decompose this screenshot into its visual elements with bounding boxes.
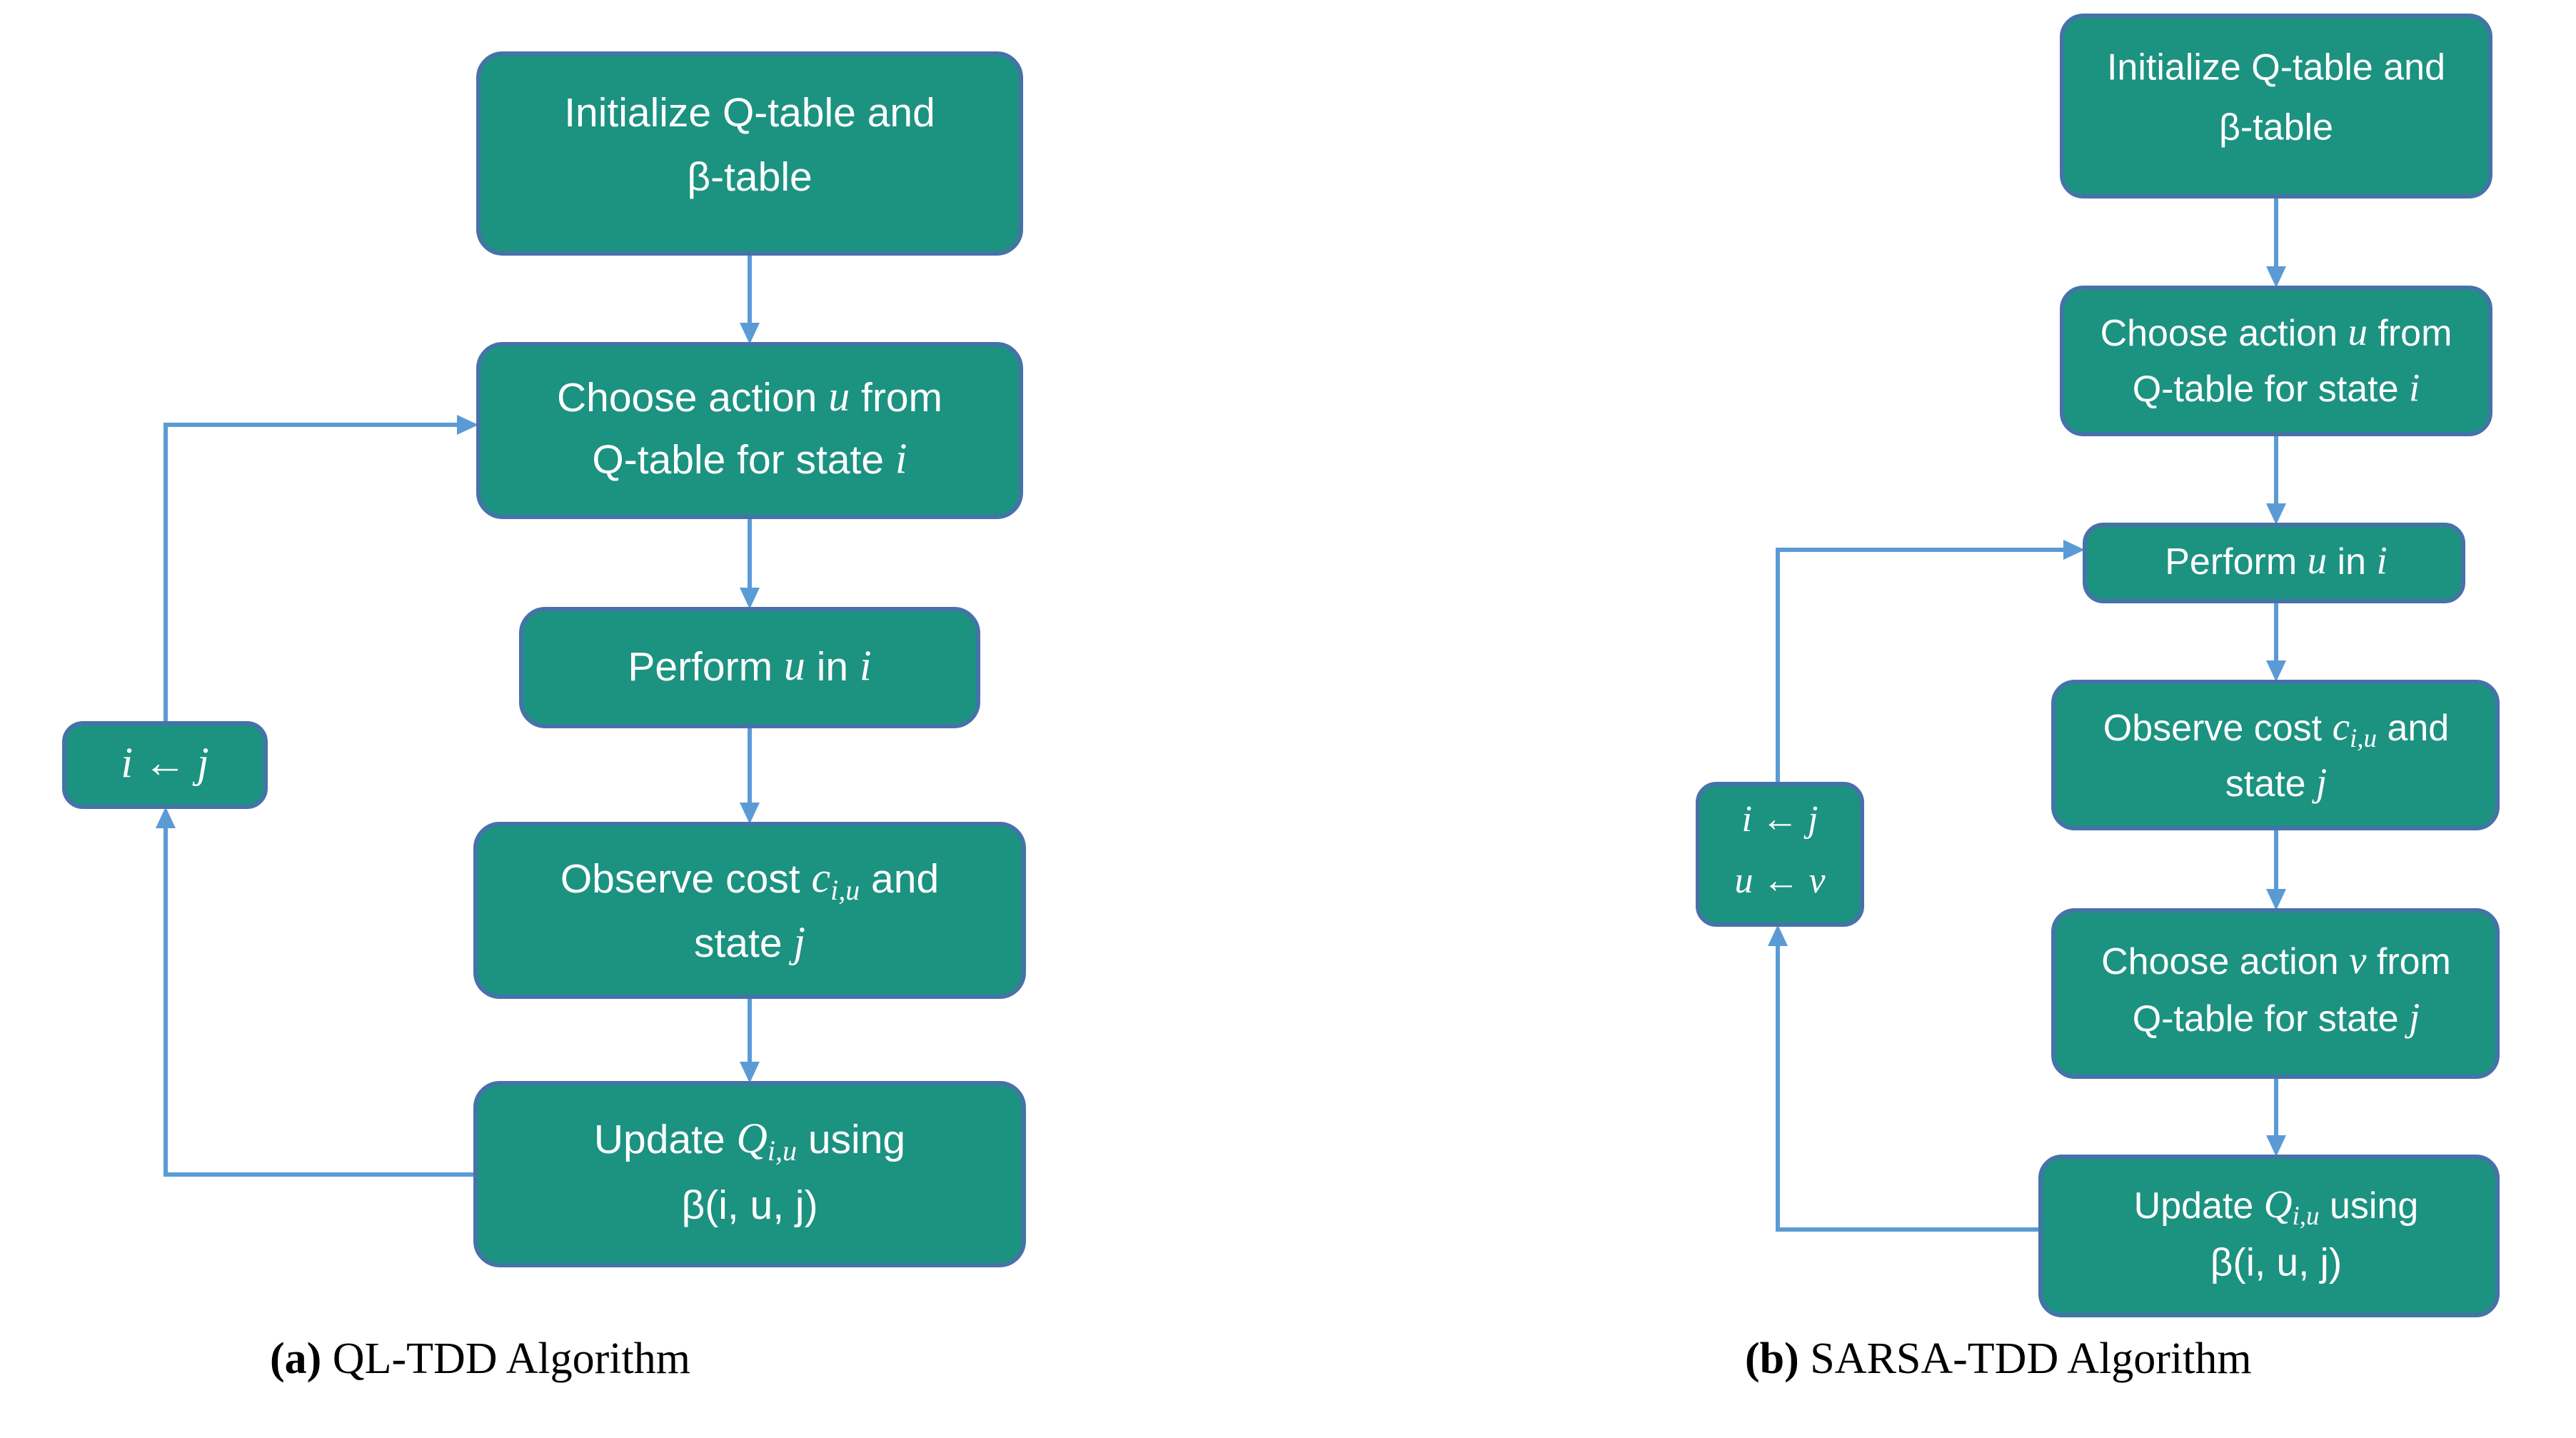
node-b-choose-action-v-shape[interactable] — [2051, 908, 2500, 1079]
panel-a: Initialize Q-table and β-table Choose ac… — [62, 51, 1026, 1267]
edge-update-to-assign-arrowhead — [156, 807, 176, 828]
node-b-observe-cost-line1: Observe cost ci,u and — [2103, 705, 2449, 754]
node-b-choose-action-u-shape[interactable] — [2060, 286, 2492, 436]
node-choose-action-u[interactable]: Choose action u from Q-table for state i — [476, 342, 1023, 519]
caption-panel-a: (a) QL-TDD Algorithm — [270, 1334, 690, 1384]
node-b-perform-action-shape[interactable] — [2083, 523, 2465, 603]
edge-choose-to-perform-arrowhead — [740, 588, 760, 609]
caption-panel-b-text — [1799, 1334, 1811, 1383]
node-perform-action-shape[interactable] — [519, 607, 980, 728]
node-observe-cost[interactable]: Observe cost ci,u and state j — [473, 822, 1026, 999]
edge-b-choose-u-to-perform-arrowhead — [2266, 503, 2286, 525]
node-b-update-q-shape[interactable] — [2038, 1155, 2500, 1317]
node-observe-cost-line2: state j — [694, 918, 805, 966]
node-b-initialize-tables-line1: Initialize Q-table and — [2107, 47, 2445, 89]
node-b-perform-action-line1: Perform u in i — [2165, 538, 2388, 583]
node-update-q-shape[interactable] — [473, 1081, 1026, 1267]
node-choose-action-u-line1: Choose action u from — [557, 373, 942, 421]
node-b-update-q-line2: β(i, u, j) — [2210, 1240, 2342, 1284]
node-initialize-tables-line1: Initialize Q-table and — [564, 90, 935, 136]
edge-observe-to-update-arrowhead — [740, 1062, 760, 1083]
edge-b-perform-to-observe-arrowhead — [2266, 660, 2286, 682]
caption-panel-b: (b) SARSA-TDD Algorithm — [1745, 1334, 2252, 1384]
node-choose-action-u-line2: Q-table for state i — [592, 435, 907, 483]
edge-assign-to-choose — [163, 423, 457, 723]
caption-panel-a-title: QL-TDD Algorithm — [332, 1334, 690, 1383]
node-b-perform-action[interactable]: Perform u in i — [2083, 523, 2465, 603]
node-b-observe-cost-shape[interactable] — [2051, 680, 2500, 830]
node-b-choose-action-u[interactable]: Choose action u from Q-table for state i — [2060, 286, 2492, 436]
node-b-initialize-tables[interactable]: Initialize Q-table and β-table — [2060, 14, 2492, 198]
node-b-assign-i-j-u-v[interactable]: i ← j u ← v — [1696, 782, 1864, 927]
node-b-observe-cost[interactable]: Observe cost ci,u and state j — [2051, 680, 2500, 830]
node-b-observe-cost-line2: state j — [2225, 760, 2327, 805]
edge-b-assign-to-perform — [1776, 548, 2063, 848]
node-observe-cost-line1: Observe cost ci,u and — [560, 854, 939, 906]
edge-update-to-assign — [163, 828, 478, 1177]
node-b-assign-row2: u ← v — [1734, 860, 1826, 901]
panel-b-connectors — [1768, 196, 2286, 1232]
node-initialize-tables-shape[interactable] — [476, 51, 1023, 256]
node-b-update-q-line1: Update Qi,u using — [2134, 1182, 2419, 1232]
caption-panel-b-letter: (b) — [1745, 1334, 1799, 1383]
panel-b: Initialize Q-table and β-table Choose ac… — [1696, 14, 2500, 1317]
node-update-q[interactable]: Update Qi,u using β(i, u, j) — [473, 1081, 1026, 1267]
node-b-choose-action-v[interactable]: Choose action v from Q-table for state j — [2051, 908, 2500, 1079]
node-assign-i-j[interactable]: i ← j — [62, 721, 268, 809]
caption-panel-b-title: SARSA-TDD Algorithm — [1810, 1334, 2252, 1383]
edge-b-init-to-choose-u-arrowhead — [2266, 266, 2286, 288]
node-b-choose-action-u-line1: Choose action u from — [2100, 310, 2452, 354]
edge-b-assign-to-perform-arrowhead — [2063, 540, 2085, 560]
edge-b-update-to-assign — [1776, 946, 2041, 1232]
node-choose-action-u-shape[interactable] — [476, 342, 1023, 519]
edge-b-update-to-assign-arrowhead — [1768, 925, 1788, 946]
edge-init-to-choose-arrowhead — [740, 323, 760, 344]
node-b-choose-action-v-line1: Choose action v from — [2101, 938, 2451, 982]
node-b-assign-row1: i ← j — [1742, 799, 1818, 840]
node-b-initialize-tables-shape[interactable] — [2060, 14, 2492, 198]
node-perform-action-line1: Perform u in i — [628, 642, 871, 690]
panel-a-connectors — [156, 253, 760, 1177]
node-b-initialize-tables-line2: β-table — [2219, 107, 2333, 149]
caption-panel-a-text — [321, 1334, 333, 1383]
node-update-q-line1: Update Qi,u using — [594, 1115, 905, 1167]
edge-b-observe-to-choose-v-arrowhead — [2266, 889, 2286, 910]
node-initialize-tables-line2: β-table — [687, 154, 812, 200]
node-initialize-tables[interactable]: Initialize Q-table and β-table — [476, 51, 1023, 256]
node-update-q-line2: β(i, u, j) — [681, 1182, 817, 1228]
edge-perform-to-observe-arrowhead — [740, 803, 760, 824]
node-observe-cost-shape[interactable] — [473, 822, 1026, 999]
node-b-assign-i-j-u-v-shape[interactable] — [1696, 782, 1864, 927]
edge-assign-to-choose-arrowhead — [457, 415, 478, 435]
node-b-choose-action-v-line2: Q-table for state j — [2133, 995, 2420, 1040]
node-b-update-q[interactable]: Update Qi,u using β(i, u, j) — [2038, 1155, 2500, 1317]
node-assign-i-j-shape[interactable] — [62, 721, 268, 809]
node-assign-i-j-label: i ← j — [121, 739, 208, 786]
edge-b-choose-v-to-update-arrowhead — [2266, 1135, 2286, 1157]
node-perform-action[interactable]: Perform u in i — [519, 607, 980, 728]
node-b-choose-action-u-line2: Q-table for state i — [2133, 366, 2420, 410]
caption-panel-a-letter: (a) — [270, 1334, 322, 1383]
